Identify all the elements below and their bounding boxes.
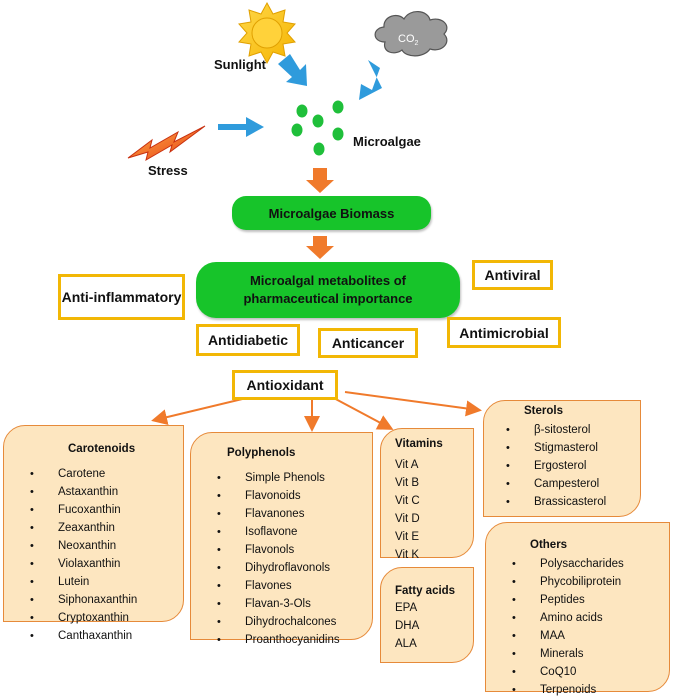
polyphenols-title: Polyphenols	[227, 447, 296, 459]
vitamins-list: Vit A Vit B Vit C Vit D Vit E Vit K	[395, 456, 420, 564]
sunlight-label: Sunlight	[214, 57, 266, 72]
anti-inflammatory-box: Anti-inflammatory	[58, 274, 185, 320]
list-item: Carotene	[30, 465, 137, 483]
sunlight-arrow	[278, 54, 307, 86]
list-item: Flavan-3-Ols	[217, 595, 340, 613]
stress-label: Stress	[148, 163, 188, 178]
list-item: Zeaxanthin	[30, 519, 137, 537]
list-item: Brassicasterol	[506, 493, 606, 511]
co2-arrow	[359, 60, 382, 100]
stress-lightning-icon	[127, 125, 206, 162]
orange-down-arrows	[306, 168, 334, 259]
list-item: MAA	[512, 627, 624, 645]
sterols-title: Sterols	[524, 405, 563, 417]
list-item: Flavonols	[217, 541, 340, 559]
list-item: Terpenoids	[512, 681, 624, 699]
list-item: Proanthocyanidins	[217, 631, 340, 649]
sun-icon	[238, 1, 296, 65]
list-item: Dihydroflavonols	[217, 559, 340, 577]
list-item: Astaxanthin	[30, 483, 137, 501]
list-item: Lutein	[30, 573, 137, 591]
list-item: Isoflavone	[217, 523, 340, 541]
list-item: Violaxanthin	[30, 555, 137, 573]
list-item: Polysaccharides	[512, 555, 624, 573]
antioxidant-box: Antioxidant	[232, 370, 338, 400]
list-item: Fucoxanthin	[30, 501, 137, 519]
list-item: Flavonoids	[217, 487, 340, 505]
antiviral-box: Antiviral	[472, 260, 553, 290]
list-item: DHA	[395, 620, 420, 632]
list-item: β-sitosterol	[506, 421, 606, 439]
list-item: Dihydrochalcones	[217, 613, 340, 631]
list-item: Vit C	[395, 495, 420, 507]
list-item: Stigmasterol	[506, 439, 606, 457]
list-item: Neoxanthin	[30, 537, 137, 555]
microalgae-cells	[291, 100, 344, 156]
list-item: Flavones	[217, 577, 340, 595]
polyphenols-card: Polyphenols Simple Phenols Flavonoids Fl…	[190, 432, 373, 649]
list-item: Campesterol	[506, 475, 606, 493]
sterols-card: Sterols β-sitosterol Stigmasterol Ergost…	[483, 400, 641, 517]
list-item: ALA	[395, 638, 417, 650]
anticancer-box: Anticancer	[318, 328, 418, 358]
arrow-to-biomass	[306, 168, 334, 193]
arrow-to-metabolites	[306, 236, 334, 259]
list-item: Phycobiliprotein	[512, 573, 624, 591]
list-item: CoQ10	[512, 663, 624, 681]
blue-arrows	[218, 54, 382, 137]
list-item: Amino acids	[512, 609, 624, 627]
vitamins-card: Vitamins Vit A Vit B Vit C Vit D Vit E V…	[380, 428, 474, 561]
list-item: Minerals	[512, 645, 624, 663]
carotenoids-list: Carotene Astaxanthin Fucoxanthin Zeaxant…	[30, 465, 137, 645]
vitamins-title: Vitamins	[395, 438, 443, 450]
antidiabetic-box: Antidiabetic	[196, 324, 300, 356]
fatty-acids-title: Fatty acids	[395, 585, 456, 597]
list-item: Simple Phenols	[217, 469, 340, 487]
antimicrobial-box: Antimicrobial	[447, 317, 561, 348]
list-item: Flavanones	[217, 505, 340, 523]
others-list: Polysaccharides Phycobiliprotein Peptide…	[512, 555, 624, 699]
stress-arrow	[218, 117, 264, 137]
co2-label: CO2	[398, 33, 419, 48]
list-item: Canthaxanthin	[30, 627, 137, 645]
list-item: EPA	[395, 602, 418, 614]
others-card: Others Polysaccharides Phycobiliprotein …	[485, 522, 670, 699]
list-item: Cryptoxanthin	[30, 609, 137, 627]
fatty-acids-card: Fatty acids EPA DHA ALA	[380, 567, 474, 663]
list-item: Vit E	[395, 531, 420, 543]
list-item: Vit K	[395, 549, 420, 561]
list-item: Vit A	[395, 459, 419, 471]
list-item: Peptides	[512, 591, 624, 609]
metabolites-pill: Microalgal metabolites of pharmaceutical…	[196, 262, 460, 318]
carotenoids-card: Carotenoids Carotene Astaxanthin Fucoxan…	[3, 425, 184, 645]
list-item: Vit B	[395, 477, 420, 489]
list-item: Siphonaxanthin	[30, 591, 137, 609]
carotenoids-title: Carotenoids	[68, 443, 136, 455]
list-item: Ergosterol	[506, 457, 606, 475]
polyphenols-list: Simple Phenols Flavonoids Flavanones Iso…	[217, 469, 340, 649]
antioxidant-branch-arrows	[151, 391, 482, 432]
sterols-list: β-sitosterol Stigmasterol Ergosterol Cam…	[506, 421, 606, 511]
cloud-icon	[374, 11, 448, 57]
fatty-acids-list: EPA DHA ALA	[395, 599, 419, 653]
list-item: Vit D	[395, 513, 420, 525]
microalgae-label: Microalgae	[353, 134, 421, 149]
others-title: Others	[530, 539, 568, 551]
biomass-pill: Microalgae Biomass	[232, 196, 431, 230]
